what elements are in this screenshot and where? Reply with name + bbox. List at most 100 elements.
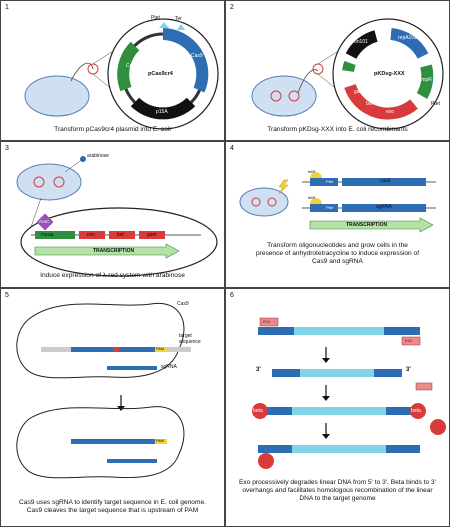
label-gam: gam xyxy=(147,232,157,238)
cas9-outline-bottom xyxy=(16,406,185,479)
label-tetr-1: tetR xyxy=(308,169,316,174)
plasmid-name: pKDsg-XXX xyxy=(374,71,405,77)
label-3prime-left: 3' xyxy=(256,367,261,373)
label-bet: bet xyxy=(117,232,124,238)
target-red xyxy=(113,347,119,352)
label-exo-right: exo xyxy=(405,338,413,343)
gene-sgrna xyxy=(342,204,426,212)
label-p15a: p15A xyxy=(156,109,168,115)
label-gam: gam xyxy=(354,89,364,95)
zoom-ellipse xyxy=(20,207,218,277)
gene-cas9 xyxy=(342,178,426,186)
label-promoter: ParaB xyxy=(41,232,54,237)
ecoli-cell xyxy=(251,75,317,117)
gene-gam xyxy=(139,231,165,239)
segment-red xyxy=(344,83,418,120)
promoter-block-sgrna xyxy=(310,204,338,212)
tetr-protein xyxy=(310,172,322,178)
label-3prime-right: 3' xyxy=(406,367,411,373)
connector-line xyxy=(70,62,94,82)
dna-step3 xyxy=(258,407,420,415)
label-cas9: cas9 xyxy=(380,178,391,184)
label-exo: exo xyxy=(87,232,96,238)
panel-5-caption: Cas9 uses sgRNA to identify target seque… xyxy=(19,499,206,515)
panel-number: 4 xyxy=(230,145,234,152)
beta-left xyxy=(252,403,268,419)
label-beta-left: beta xyxy=(253,408,263,414)
label-repa: repA101ts xyxy=(398,35,421,41)
segment-cmr xyxy=(117,41,140,92)
label-arabinose: arabinose xyxy=(87,153,109,159)
segment-p15a xyxy=(130,97,196,120)
label-ptet-2: Ptet xyxy=(326,205,334,210)
ecoli-cell xyxy=(24,75,90,117)
label-cas9: Cas9 xyxy=(191,53,203,59)
lightning-icon xyxy=(278,179,289,195)
label-beta-right: beta xyxy=(411,408,421,414)
sgrna-top xyxy=(107,366,157,370)
transcription-arrow xyxy=(34,243,180,259)
label-tetr-2: tetR xyxy=(308,195,316,200)
label-sgrna: sgRNA xyxy=(376,204,392,210)
panel-5-graphic xyxy=(16,302,191,479)
label-cmr: CmR xyxy=(126,63,138,69)
panel-1-caption: Transform pCas9cr4 plasmid into E. coli xyxy=(54,126,171,133)
panel-4-graphic xyxy=(239,172,436,233)
promoter-block-cas9 xyxy=(310,178,338,186)
label-ptet: Ptet xyxy=(151,15,160,21)
panel-2-graphic xyxy=(251,18,444,132)
dna-step4 xyxy=(258,445,420,453)
label-target: target sequence xyxy=(179,333,201,345)
panel-number: 3 xyxy=(5,145,9,152)
panel-3: 3 arabinose AraC ParaB exo bet gam TRANS… xyxy=(0,141,225,288)
panel-3-caption: Induce expression of λ-red system with a… xyxy=(40,272,185,279)
zoom-circle xyxy=(288,90,300,102)
label-amp: AmpR xyxy=(418,77,432,83)
segment-amp xyxy=(416,64,434,99)
sgrna-bottom xyxy=(107,459,157,463)
label-transcription: TRANSCRIPTION xyxy=(346,222,388,228)
panel-5: 5 Cas9 target sequence sgRNA PAM PAM Cas… xyxy=(0,288,225,527)
panel-6-graphic xyxy=(252,317,446,469)
label-ptet: Ptet xyxy=(431,101,440,107)
gene-exo xyxy=(79,231,105,239)
exo-right xyxy=(401,336,421,346)
panel-2-caption: Transform pKDsg-XXX into E. coli recombi… xyxy=(267,126,408,133)
cas9-outline-top xyxy=(16,302,185,379)
label-transcription: TRANSCRIPTION xyxy=(93,248,135,254)
label-ptet-1: Ptet xyxy=(326,179,334,184)
pam-box-top xyxy=(155,347,167,352)
label-sgrna: sgRNA xyxy=(161,364,177,370)
dna-step1 xyxy=(258,327,420,335)
exo-left xyxy=(259,317,279,327)
panel-4-caption: Transform oligonucleotides and grow cell… xyxy=(255,242,420,266)
label-arac: AraC xyxy=(39,219,50,224)
label-cas9: Cas9 xyxy=(177,301,189,307)
panel-6-caption: Exo processively degrades linear DNA fro… xyxy=(239,479,436,503)
panel-3-graphic xyxy=(16,156,218,277)
label-exo-left: exo xyxy=(263,319,271,324)
label-ori: ori101 xyxy=(354,39,368,45)
segment-ori xyxy=(345,30,378,60)
label-pam-top: PAM xyxy=(156,347,164,351)
panel-2: 2 pKDsg-XXX ori101 repA101ts AmpR bet ex… xyxy=(225,0,450,141)
label-pam-bottom: PAM xyxy=(156,439,164,443)
panel-1-graphic xyxy=(24,18,219,132)
segment-cas9 xyxy=(162,28,209,93)
label-bet: bet xyxy=(366,101,373,107)
panel-number: 1 xyxy=(5,4,9,11)
gene-bet xyxy=(109,231,135,239)
plasmid-name: pCas9cr4 xyxy=(148,71,173,77)
segment-repa xyxy=(390,28,429,59)
dna-step2 xyxy=(272,369,402,377)
beta-right xyxy=(410,403,426,419)
panel-number: 5 xyxy=(5,292,9,299)
panel-number: 6 xyxy=(230,292,234,299)
panel-number: 2 xyxy=(230,4,234,11)
panel-1: 1 pCas9cr4 Cas9 CmR p15A Ptet Ter Transf… xyxy=(0,0,225,141)
dna-blue-bottom xyxy=(71,439,167,444)
ecoli-cell xyxy=(239,187,289,217)
panel-4: 4 tetR tetR Ptet Ptet cas9 sgRNA TRANSCR… xyxy=(225,141,450,288)
label-exo: exo xyxy=(386,109,395,115)
